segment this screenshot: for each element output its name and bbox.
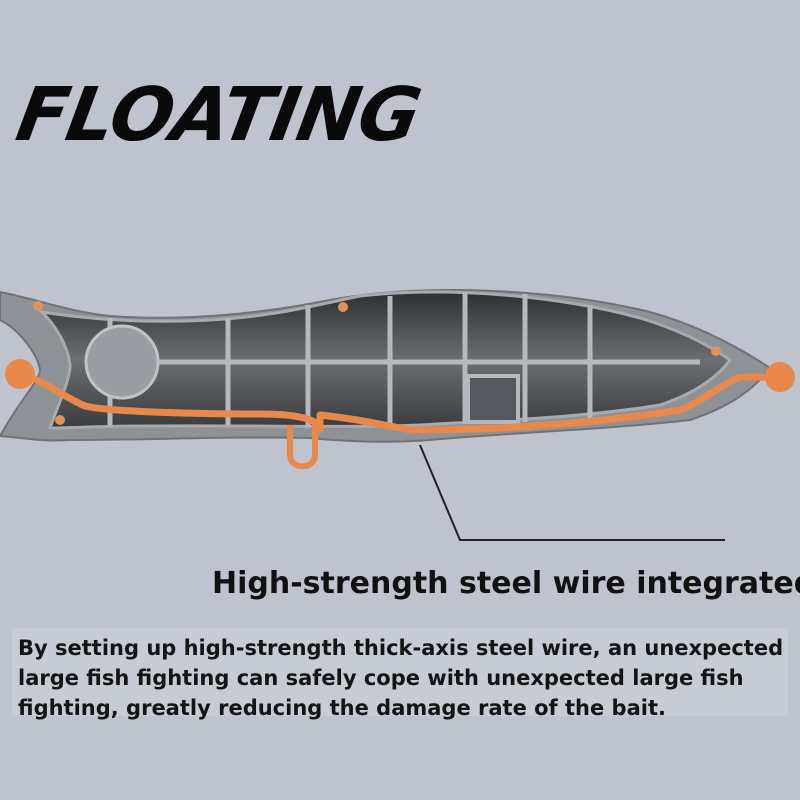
callout-leader-line	[419, 444, 725, 541]
belly-eye-loop	[287, 425, 318, 470]
inner-block	[466, 374, 520, 424]
description-panel	[12, 628, 788, 716]
feature-description: By setting up high-strength thick-axis s…	[18, 636, 784, 720]
steel-wire	[19, 370, 775, 434]
weight-chamber	[84, 324, 160, 400]
pin-markers	[33, 301, 721, 425]
nose-eye-ring	[765, 362, 795, 392]
tail-eye-ring	[5, 359, 35, 389]
lure-cross-section-diagram	[0, 289, 795, 541]
feature-title: High-strength steel wire integrated	[212, 566, 800, 601]
headline-floating: FLOATING	[10, 72, 427, 158]
